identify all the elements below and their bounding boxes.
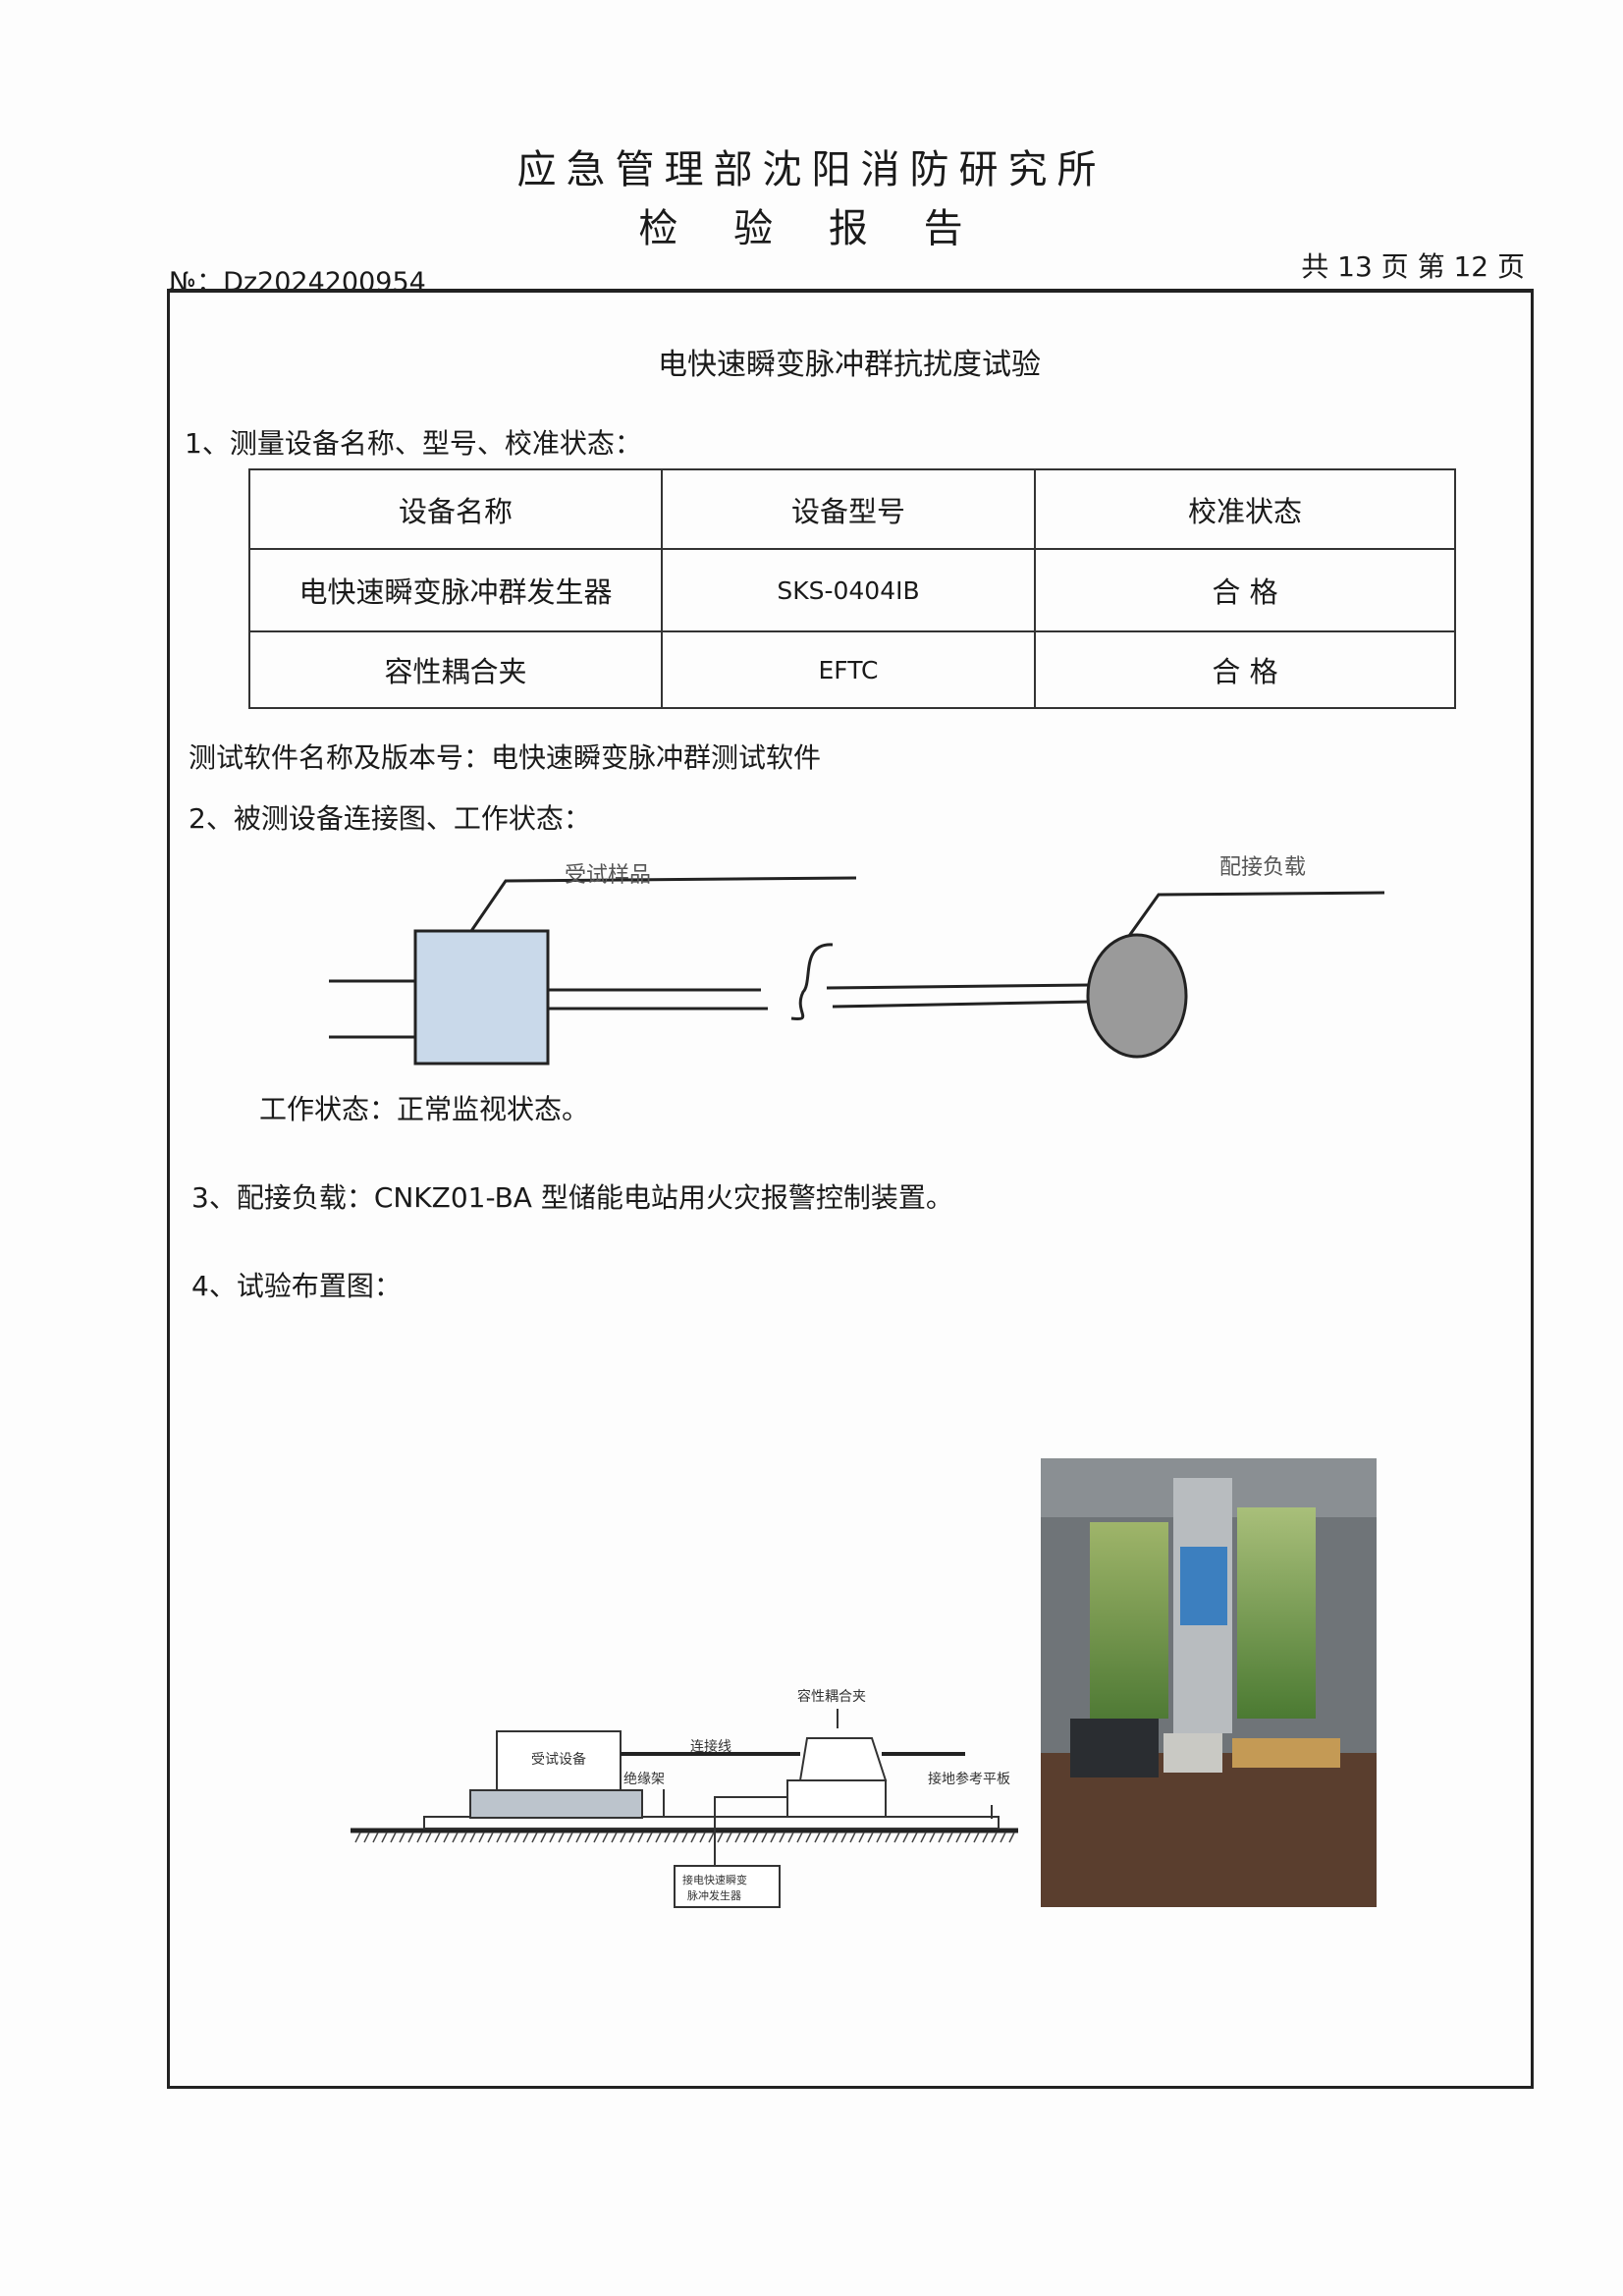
section-2-heading: 2、被测设备连接图、工作状态： <box>189 802 591 835</box>
section-4-heading: 4、试验布置图： <box>191 1270 402 1302</box>
work-status: 工作状态：正常监视状态。 <box>259 1093 590 1125</box>
clamp-shape <box>798 1737 888 1781</box>
equipment-table: 设备名称 设备型号 校准状态 电快速瞬变脉冲群发生器 SKS-0404IB 合 … <box>248 468 1456 709</box>
report-title: 检 验 报 告 <box>638 206 985 251</box>
page-count: 共 13 页 第 12 页 <box>1301 250 1525 283</box>
cell: 合 格 <box>1034 630 1456 709</box>
insulator-block <box>469 1789 643 1819</box>
sample-box <box>413 929 550 1066</box>
label-load: 配接负载 <box>1219 855 1306 880</box>
table-row: 电快速瞬变脉冲群发生器 SKS-0404IB 合 格 <box>248 548 1456 632</box>
generator-box <box>674 1865 781 1908</box>
label-sample: 受试样品 <box>565 863 651 888</box>
section-1-heading: 1、测量设备名称、型号、校准状态： <box>185 427 642 460</box>
label-generator-2: 脉冲发生器 <box>687 1888 741 1902</box>
label-insulator: 绝缘架 <box>623 1772 665 1787</box>
cell: 合 格 <box>1034 548 1456 632</box>
label-clamp: 容性耦合夹 <box>797 1688 866 1705</box>
cell: 容性耦合夹 <box>248 630 663 709</box>
table-header-row: 设备名称 设备型号 校准状态 <box>248 468 1456 550</box>
section-title: 电快速瞬变脉冲群抗扰度试验 <box>658 348 1041 382</box>
software-line: 测试软件名称及版本号：电快速瞬变脉冲群测试软件 <box>189 741 822 774</box>
col-header: 设备型号 <box>661 468 1036 550</box>
label-generator-1: 接电快速瞬变 <box>682 1873 747 1886</box>
label-ground: 接地参考平板 <box>928 1771 1010 1787</box>
label-eut: 受试设备 <box>531 1751 586 1768</box>
cell: SKS-0404IB <box>661 548 1036 632</box>
col-header: 设备名称 <box>248 468 663 550</box>
eut-box <box>496 1730 622 1791</box>
table-row: 容性耦合夹 EFTC 合 格 <box>248 630 1456 709</box>
content-frame <box>167 289 1534 2089</box>
test-setup-photo <box>1041 1458 1377 1907</box>
label-cable: 连接线 <box>690 1738 731 1755</box>
cell: EFTC <box>661 630 1036 709</box>
col-header: 校准状态 <box>1034 468 1456 550</box>
layout-diagram: 受试设备 连接线 容性耦合夹 绝缘架 接地参考平板 接电快速瞬变 脉冲发生器 <box>351 1688 1018 1908</box>
load-circle <box>1086 933 1188 1059</box>
section-3-heading: 3、配接负载：CNKZ01-BA 型储能电站用火灾报警控制装置。 <box>191 1181 953 1214</box>
cell: 电快速瞬变脉冲群发生器 <box>248 548 663 632</box>
org-title: 应急管理部沈阳消防研究所 <box>516 147 1107 192</box>
